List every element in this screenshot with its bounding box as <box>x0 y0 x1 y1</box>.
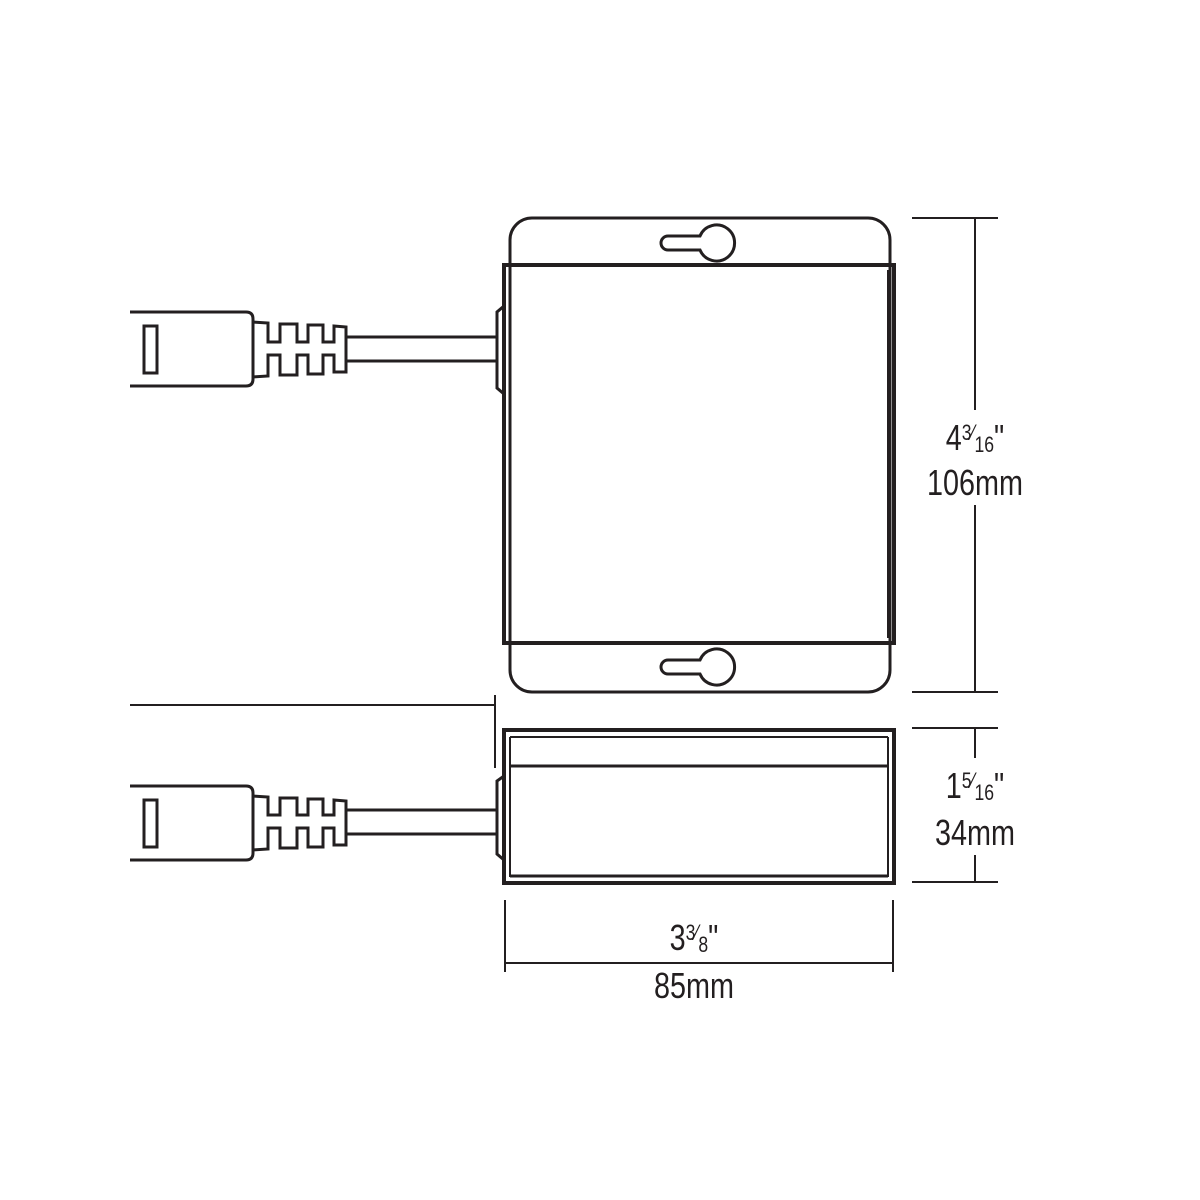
depth-dimension: 15⁄16" 34mm <box>912 727 1015 883</box>
connector-plug <box>130 784 255 862</box>
height-dimension: 43⁄16" 106mm <box>912 217 1023 693</box>
housing-side <box>502 728 896 885</box>
height-metric: 106mm <box>927 462 1023 503</box>
depth-numerator: 5 <box>962 769 972 793</box>
strain-relief <box>252 794 348 852</box>
depth-denominator: 16 <box>974 781 994 805</box>
strain-relief <box>252 320 348 379</box>
depth-metric: 34mm <box>935 812 1015 853</box>
width-whole: 3 <box>670 917 686 958</box>
keyhole-bottom-icon <box>659 647 737 687</box>
width-denominator: 8 <box>698 933 708 957</box>
housing-body <box>502 263 896 645</box>
connector-slot <box>142 324 159 375</box>
svg-text:33⁄8": 33⁄8" <box>670 917 719 958</box>
svg-text:15⁄16": 15⁄16" <box>946 765 1005 806</box>
width-metric: 85mm <box>654 965 734 1006</box>
height-unit: " <box>994 417 1004 458</box>
mounting-flange <box>508 216 892 694</box>
width-unit: " <box>708 917 718 958</box>
side-view <box>130 695 896 885</box>
height-whole: 4 <box>946 417 962 458</box>
cable-grommet <box>495 774 505 862</box>
width-dimension: 33⁄8" 85mm <box>504 900 894 1006</box>
connector-plug <box>130 310 255 388</box>
depth-whole: 1 <box>946 765 962 806</box>
depth-unit: " <box>994 765 1004 806</box>
top-view <box>130 216 896 694</box>
width-numerator: 3 <box>686 921 696 945</box>
height-denominator: 16 <box>974 433 994 457</box>
keyhole-top-icon <box>659 223 737 263</box>
cable-grommet <box>495 304 505 396</box>
svg-text:43⁄16": 43⁄16" <box>946 417 1005 458</box>
height-numerator: 3 <box>962 421 972 445</box>
connector-slot <box>142 798 159 849</box>
